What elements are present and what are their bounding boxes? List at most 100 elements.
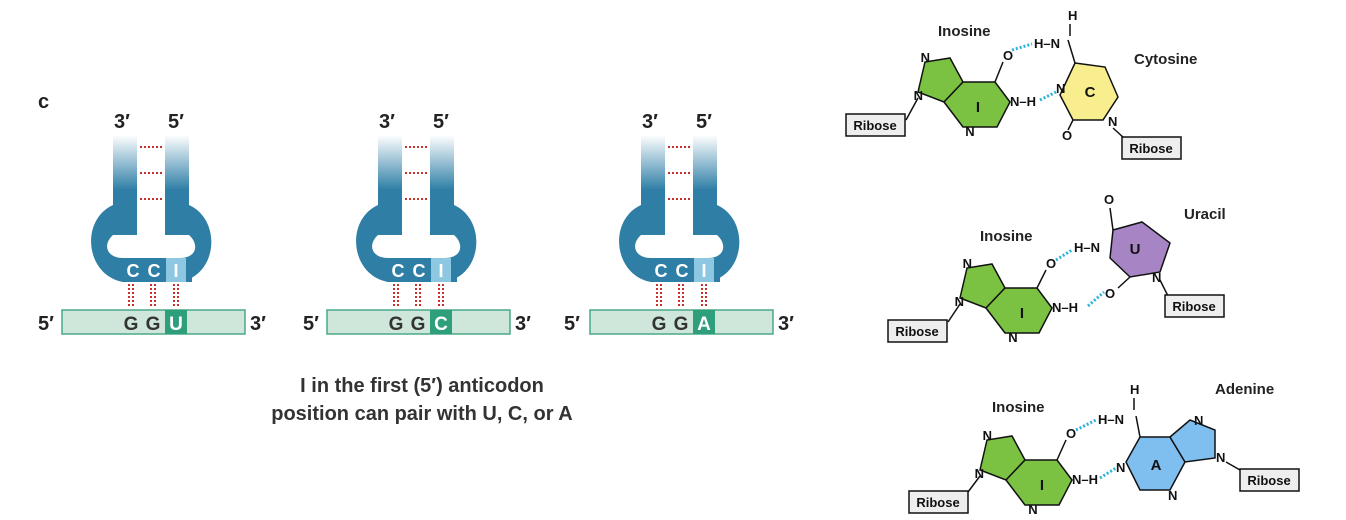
pair-3-ribose-left (908, 490, 969, 514)
pair-inosine-cytosine: Inosine Cytosine I C N N N O N–H H–N H N… (845, 8, 1197, 160)
caption-line-1: I in the first (5′) anticodon (300, 375, 544, 397)
pair-3-adenine-5ring (1169, 419, 1216, 463)
loop-2-mrna-right: 3′ (515, 313, 531, 335)
loop-3-wobble-base: A (697, 314, 711, 335)
loop-2-mrna-base-2: G (411, 314, 426, 335)
pair-2-atom-o2: O (1105, 286, 1115, 301)
pair-3-atom-n7a: N (1194, 413, 1203, 428)
pair-2-letter-right: U (1130, 241, 1141, 258)
pair-3-ribose-left-label: Ribose (916, 495, 959, 510)
pair-1-ribose-right-label: Ribose (1129, 141, 1172, 156)
loop-1-stem-right (165, 135, 189, 235)
pair-1-ribose-left (845, 113, 906, 137)
trna-loop-1: 3′ 5′ C C I 5′ G G U 3′ (38, 111, 266, 335)
pair-3-atom-n1a: N (1116, 460, 1125, 475)
loop-3-mrna-base-2: G (674, 314, 689, 335)
pair-3-bond-amine (1135, 415, 1141, 438)
pair-3-atom-o6: O (1066, 426, 1076, 441)
pair-2-name-left: Inosine (980, 228, 1033, 245)
loop-2-wobble-cell (430, 310, 452, 334)
loop-1-mrna-base-1: G (124, 314, 139, 335)
loop-3-wobble-cell (693, 310, 715, 334)
loop-2-left-end: 3′ (379, 111, 395, 133)
pair-1-name-left: Inosine (938, 23, 991, 40)
panel-letter: c (38, 91, 49, 113)
pair-2-ribose-left-label: Ribose (895, 324, 938, 339)
pair-1-hbond-2 (1039, 90, 1057, 102)
loop-3-anticodon-base-3: I (701, 261, 706, 281)
pair-2-ribose-right-label: Ribose (1172, 299, 1215, 314)
loop-2-anticodon-base-1: C (392, 261, 405, 281)
loop-3-mrna-left: 5′ (564, 313, 580, 335)
loop-1-wobble-cell (165, 310, 187, 334)
pair-3-name-left: Inosine (992, 399, 1045, 416)
pair-1-ribose-right (1121, 136, 1182, 160)
pair-3-atom-n3: N (1028, 502, 1037, 517)
loop-3-mrna (589, 309, 774, 335)
loop-3-mrna-right: 3′ (778, 313, 794, 335)
pair-1-inosine-6ring (943, 81, 1011, 128)
loop-2-wobble-base: C (434, 314, 448, 335)
pair-1-atom-n3: N (965, 124, 974, 139)
pair-2-inosine-5ring (959, 263, 1006, 309)
pair-inosine-uracil: Inosine Uracil I U N N N O N–H H–N O O N… (887, 192, 1226, 345)
trna-loop-2: 3′ 5′ C C I 5′ G G C 3′ (303, 111, 531, 335)
loop-1-wobble-highlight (166, 258, 186, 282)
loop-1-mrna (61, 309, 246, 335)
pair-2-ribose-right (1164, 294, 1225, 318)
pair-1-hbond-1 (1011, 42, 1033, 52)
pair-1-atom-n9: N (914, 88, 923, 103)
pair-1-atom-n7: N (921, 50, 930, 65)
pair-1-atom-n1h: N–H (1010, 94, 1036, 109)
pair-3-atom-n9a: N (1216, 450, 1225, 465)
pair-1-cytosine-ring (1059, 62, 1119, 121)
loop-2-right-end: 5′ (433, 111, 449, 133)
pair-2-uracil-ring (1109, 221, 1171, 278)
loop-1-codon-pairs (128, 284, 179, 308)
pair-3-name-right: Adenine (1215, 381, 1274, 398)
loop-2-wobble-highlight (431, 258, 451, 282)
loop-2-anticodon-base-3: I (438, 261, 443, 281)
loop-2-mrna-base-1: G (389, 314, 404, 335)
pair-2-bond-co2 (1117, 276, 1131, 289)
pair-1-atom-n1c: N (1108, 114, 1117, 129)
loop-3-anticodon-base-1: C (655, 261, 668, 281)
pair-1-atom-o2: O (1062, 128, 1072, 143)
pair-3-inosine-5ring (979, 435, 1026, 481)
loop-3-left-end: 3′ (642, 111, 658, 133)
pair-2-hbond-2 (1087, 290, 1105, 308)
pair-2-atom-hn: H–N (1074, 240, 1100, 255)
pair-3-ribose-right-label: Ribose (1247, 473, 1290, 488)
loop-2-codon-pairs (393, 284, 444, 308)
pair-3-letter-right: A (1151, 457, 1162, 474)
pair-3-hbond-2 (1099, 466, 1117, 480)
pair-3-atom-n3a: N (1168, 488, 1177, 503)
loop-1-anticodon-base-3: I (173, 261, 178, 281)
loop-2-stem-left (378, 135, 402, 235)
loop-3-right-end: 5′ (696, 111, 712, 133)
pair-1-atom-hn: H–N (1034, 36, 1060, 51)
loop-3-wobble-highlight (694, 258, 714, 282)
pair-2-atom-n7: N (963, 256, 972, 271)
pair-3-ribose-bond-left (967, 475, 981, 493)
loop-2-mrna-left: 5′ (303, 313, 319, 335)
loop-1-mrna-right: 3′ (250, 313, 266, 335)
pair-2-name-right: Uracil (1184, 206, 1226, 223)
pair-3-atom-n9: N (975, 466, 984, 481)
pair-2-hbond-1 (1055, 248, 1073, 262)
pair-1-atom-h-top: H (1068, 8, 1077, 23)
pair-inosine-adenine: Inosine Adenine I A N N N O N–H H–N H N … (908, 381, 1300, 517)
pair-3-bond-co6 (1056, 439, 1067, 461)
loop-1-mrna-left: 5′ (38, 313, 54, 335)
pair-1-bond-co (994, 61, 1004, 83)
loop-1-wobble-base: U (169, 314, 183, 335)
pair-3-atom-n7: N (983, 428, 992, 443)
pair-2-atom-o4: O (1104, 192, 1114, 207)
pair-1-ribose-bond-left (905, 97, 919, 121)
loop-3-stem-left (641, 135, 665, 235)
loop-1-stem-left (113, 135, 137, 235)
caption-line-2: position can pair with U, C, or A (271, 403, 573, 425)
pair-2-atom-n3: N (1008, 330, 1017, 345)
pair-2-ribose-bond-right (1159, 279, 1169, 297)
